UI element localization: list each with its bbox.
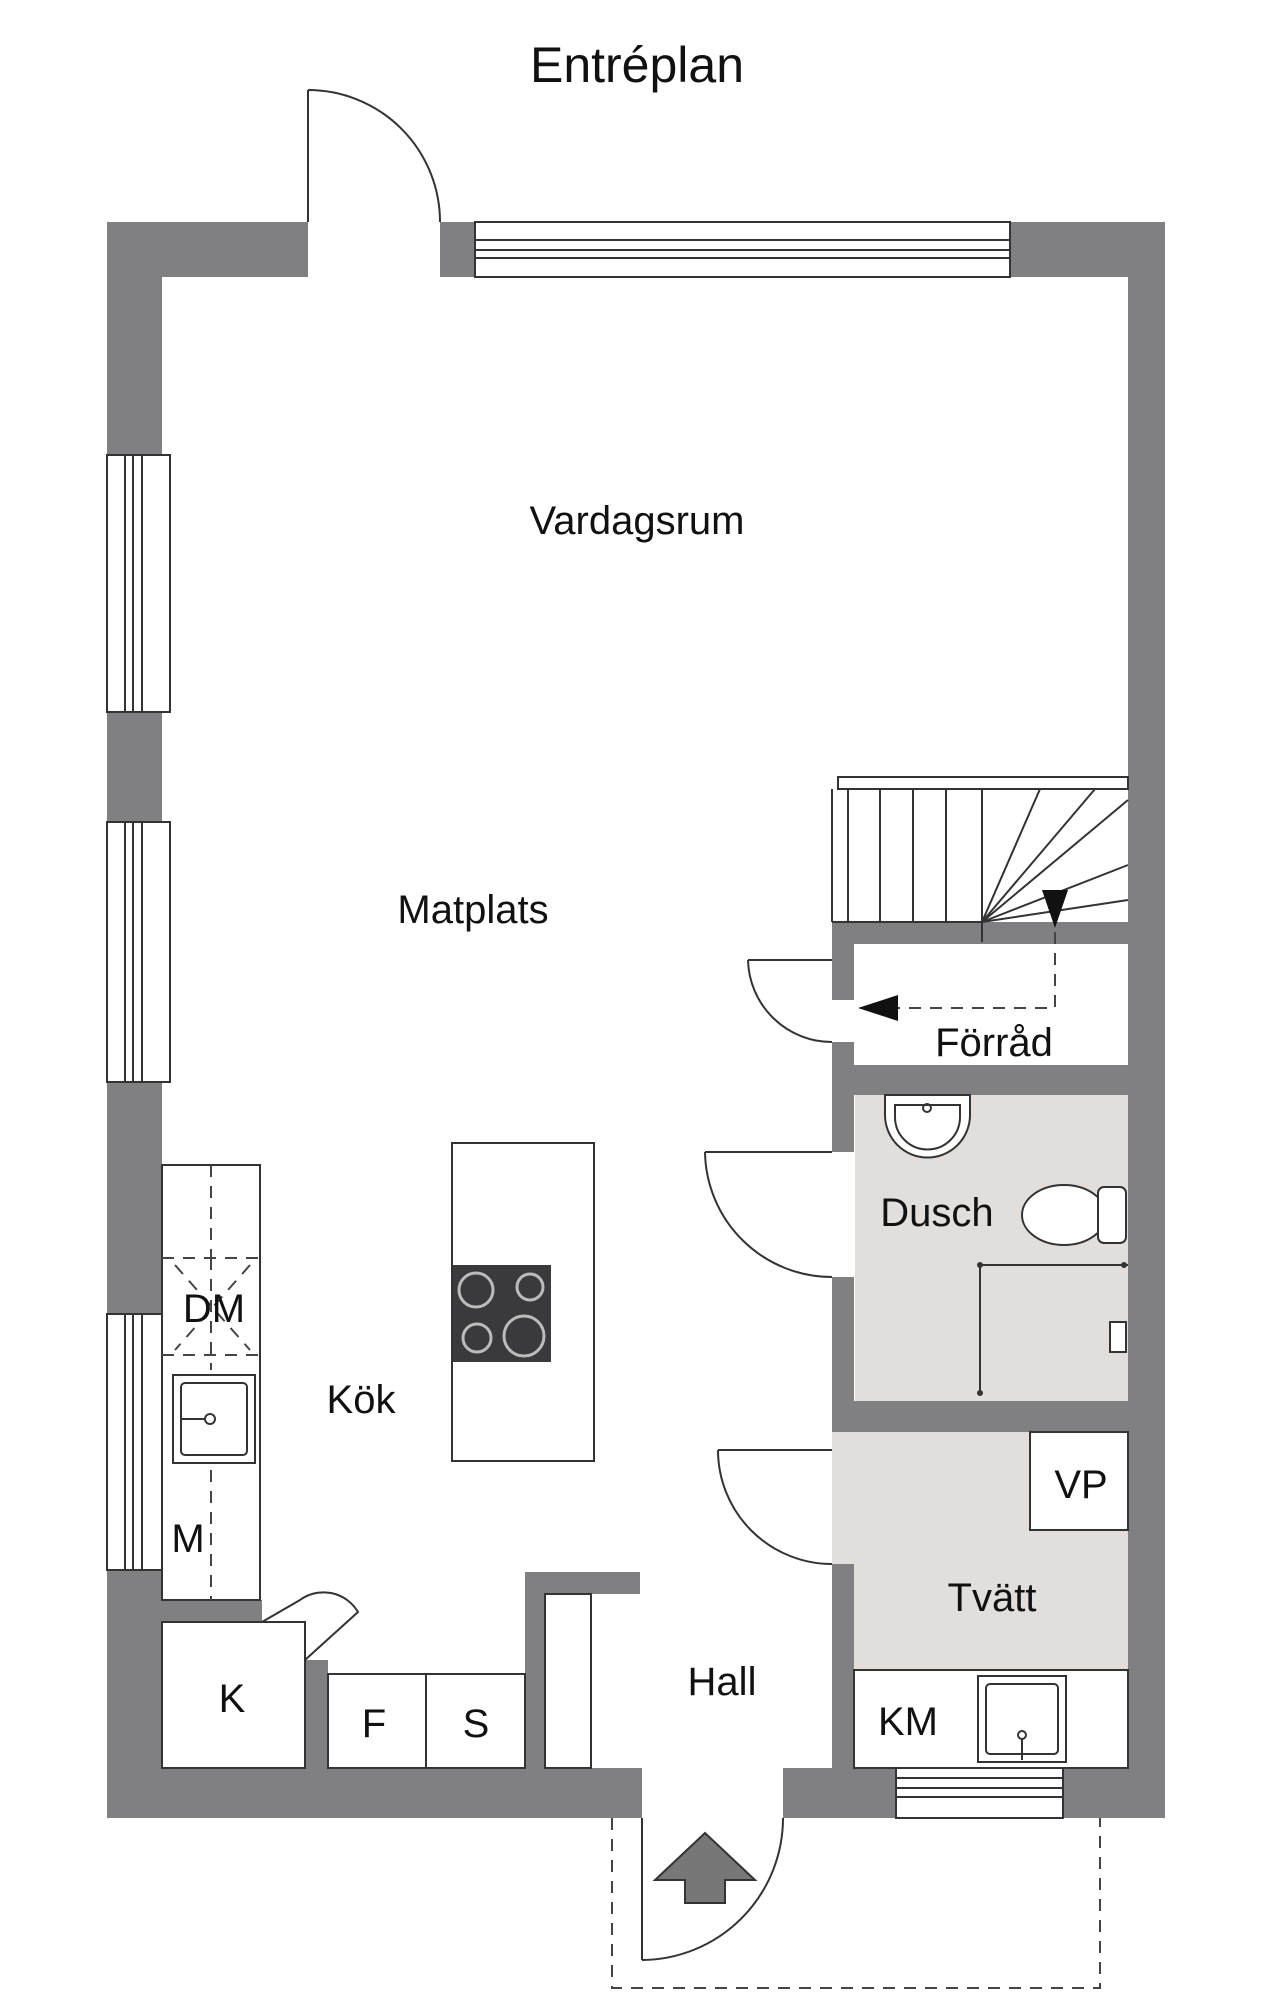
k-door (261, 1591, 360, 1661)
washbasin (884, 1094, 971, 1159)
room-label-dusch: Dusch (880, 1191, 993, 1235)
stair-down-arrow-icon (1042, 890, 1068, 928)
fixture-label-vp: VP (1054, 1463, 1107, 1507)
window-top (474, 221, 1011, 278)
kitchen-sink (172, 1374, 256, 1464)
staircase (831, 776, 1129, 1021)
room-label-tvatt: Tvätt (948, 1576, 1037, 1620)
fixture-label-m: M (171, 1517, 204, 1561)
cooktop (453, 1265, 551, 1362)
k-closet (161, 1621, 306, 1769)
window-left-lower (106, 1313, 171, 1571)
shower-mixer-icon (1109, 1321, 1127, 1353)
tvatt-door (717, 1449, 833, 1565)
stair-left-arrow-icon (858, 995, 898, 1021)
room-label-kok: Kök (327, 1378, 397, 1422)
hall-wardrobe (544, 1593, 592, 1769)
window-left-upper (106, 454, 171, 713)
exterior-walls (107, 222, 1165, 1818)
entry-arrow-icon (652, 1831, 758, 1904)
fixture-label-f: F (362, 1702, 386, 1746)
shower-area (977, 1262, 1128, 1396)
vp-unit (1029, 1431, 1129, 1531)
fixture-label-dm: DM (183, 1287, 245, 1331)
room-label-vardagsrum: Vardagsrum (530, 499, 745, 543)
room-label-hall: Hall (688, 1660, 757, 1704)
fixture-label-km: KM (878, 1700, 938, 1744)
toilet (1021, 1184, 1127, 1246)
window-left-middle (106, 821, 171, 1083)
laundry-sink (977, 1675, 1067, 1763)
fixture-label-s: S (463, 1702, 490, 1746)
room-label-matplats: Matplats (397, 888, 548, 932)
forrad-door (747, 959, 833, 1043)
fixture-label-k: K (219, 1677, 246, 1721)
s-cabinet (425, 1673, 526, 1769)
entry-porch-outline (611, 1818, 1101, 1989)
plan-title: Entréplan (530, 37, 744, 93)
room-label-forrad: Förråd (935, 1021, 1053, 1065)
front-door (641, 1817, 784, 1961)
balcony-door (307, 89, 441, 223)
window-bottom (895, 1759, 1064, 1819)
dusch-door (704, 1151, 833, 1278)
